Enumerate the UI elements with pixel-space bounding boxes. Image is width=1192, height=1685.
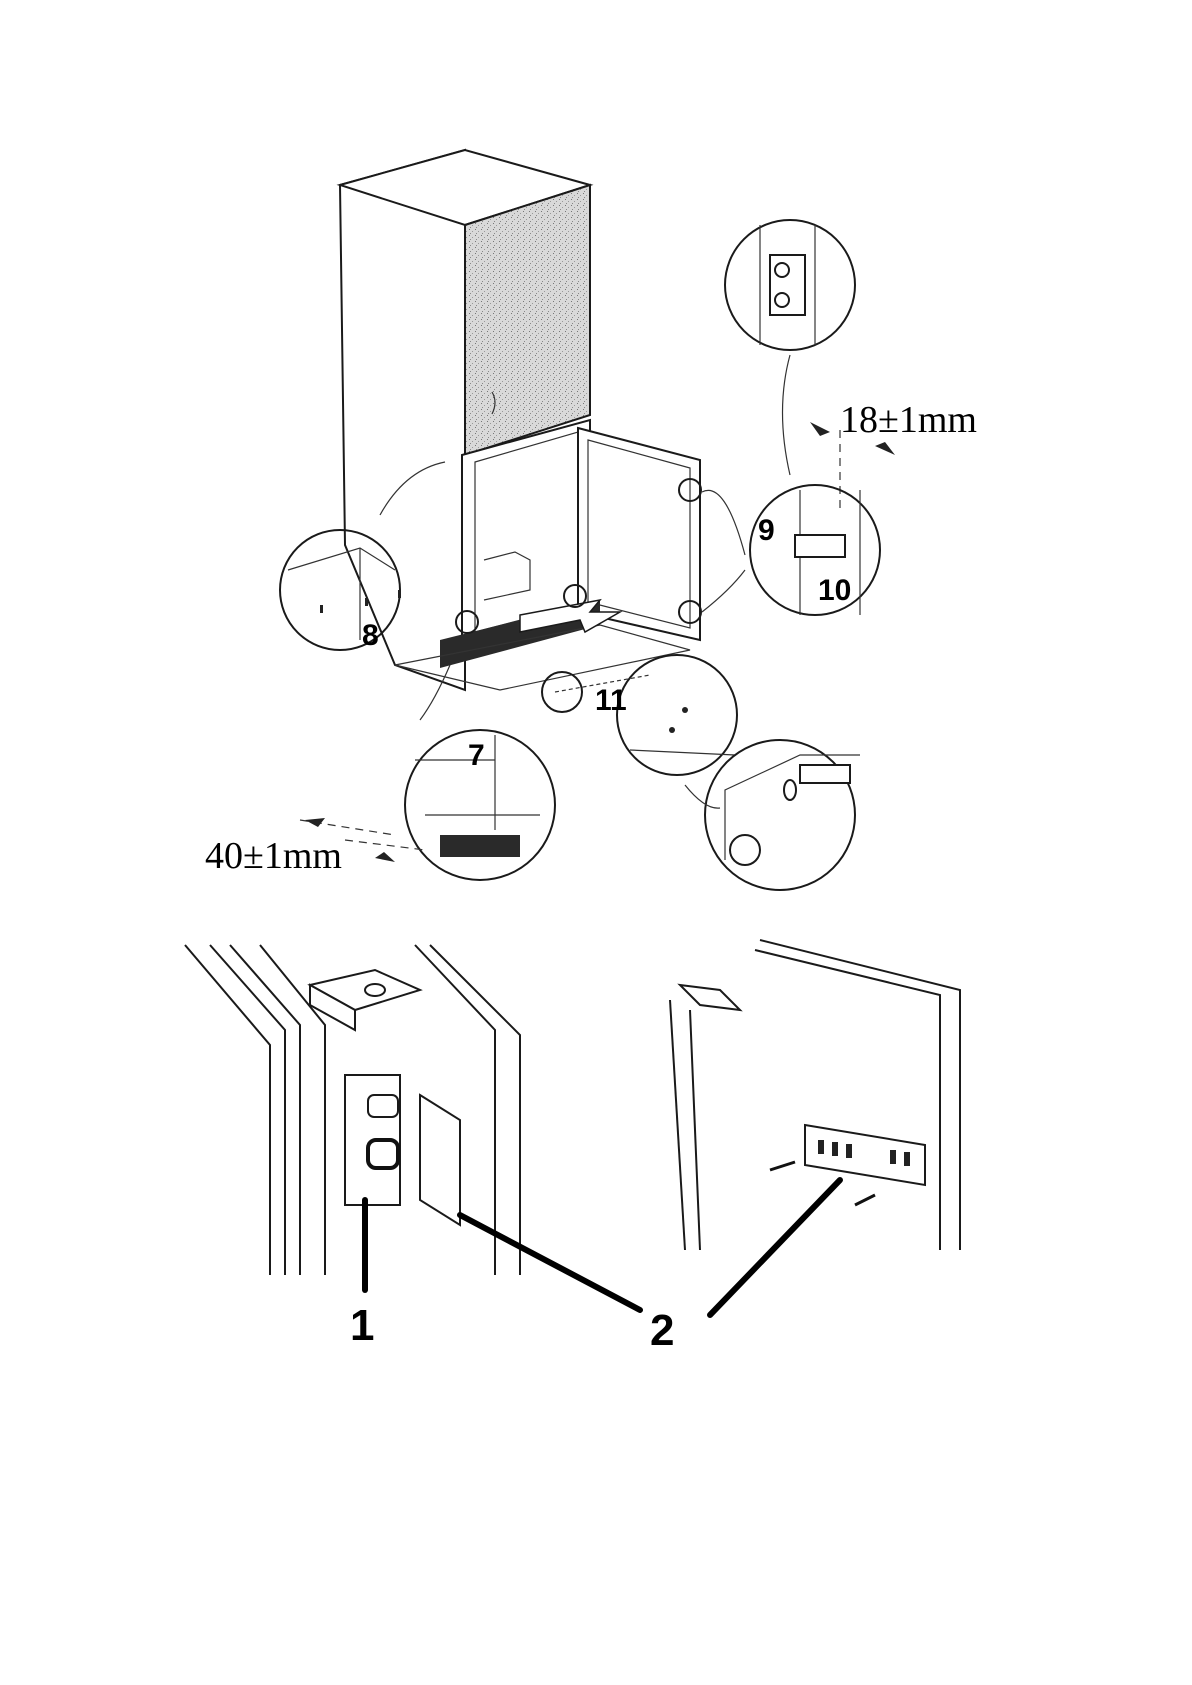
detail-9-10-leader-a: [702, 490, 745, 555]
gap-dash-b: [345, 840, 425, 850]
callout-9: 9: [758, 514, 775, 547]
cabinet-side-panel: [340, 150, 465, 690]
detail-11-hole-b: [669, 727, 675, 733]
door-gap-arrow-b: [875, 442, 895, 455]
base-bracket-slot: [784, 780, 796, 800]
screw-b: [855, 1195, 875, 1205]
detail-7-plinth: [440, 835, 520, 857]
callout-10: 10: [818, 574, 851, 607]
base-bracket-leader: [685, 785, 720, 808]
detail-8-mark-a: [320, 605, 323, 613]
detail-11-hole-a: [682, 707, 688, 713]
hinge-arm: [420, 1095, 460, 1225]
detail-9-10-bracket: [795, 535, 845, 557]
base-bracket-foot: [730, 835, 760, 865]
callout-1: 1: [350, 1301, 374, 1350]
bottom-left-assembly: 1: [185, 945, 640, 1350]
base-bracket-slide: [800, 765, 850, 783]
bottom-gap-label: 40±1mm: [205, 835, 342, 877]
detail-11: 11: [542, 655, 737, 775]
gap-arrow-a: [305, 818, 325, 827]
door-frame-left-2: [690, 1010, 700, 1250]
screw-a: [770, 1162, 795, 1170]
door-edge-inner: [755, 950, 940, 1250]
top-bracket: [680, 985, 740, 1010]
door-frame-left: [670, 1000, 685, 1250]
callout-2: 2: [650, 1306, 674, 1355]
door-gap-arrow-a: [810, 422, 830, 436]
leader-2b: [710, 1180, 840, 1315]
callout-8: 8: [362, 619, 379, 652]
frame-edge-1: [185, 945, 270, 1275]
detail-9-10-leader-b: [702, 570, 745, 612]
callout-7: 7: [468, 739, 485, 772]
detail-8-mark-b: [365, 598, 368, 606]
gap-arrow-b: [375, 852, 395, 862]
base-bracket-circle: [705, 740, 855, 890]
leader-2a: [460, 1215, 640, 1310]
callout-11: 11: [595, 684, 627, 717]
detail-9-10: 9 10: [702, 485, 880, 615]
plate-slot-b: [832, 1142, 838, 1156]
plate-slot-e: [904, 1152, 910, 1166]
plate-slot-a: [818, 1140, 824, 1154]
detail-base-bracket: [685, 740, 860, 890]
detail-11-edge: [630, 750, 735, 755]
hinge-top-plate: [770, 255, 805, 315]
bottom-right-assembly: 2: [650, 940, 960, 1355]
hinge-top-leader: [783, 355, 791, 475]
detail-7: 7: [405, 665, 555, 880]
bracket-marker: [542, 672, 582, 712]
detail-8-mark-c: [398, 590, 401, 598]
door-gap-label: 18±1mm: [840, 399, 977, 441]
door-gap-dimension: 18±1mm: [810, 399, 977, 510]
plate-slot-d: [890, 1150, 896, 1164]
plate-slot-c: [846, 1144, 852, 1158]
bottom-gap-dimension: 40±1mm: [205, 818, 425, 877]
detail-hinge-top: [725, 220, 855, 475]
frame-edge-3: [230, 945, 300, 1275]
detail-11-circle: [617, 655, 737, 775]
cabinet-assembly: [340, 150, 701, 690]
upper-furniture-door: [465, 185, 590, 455]
